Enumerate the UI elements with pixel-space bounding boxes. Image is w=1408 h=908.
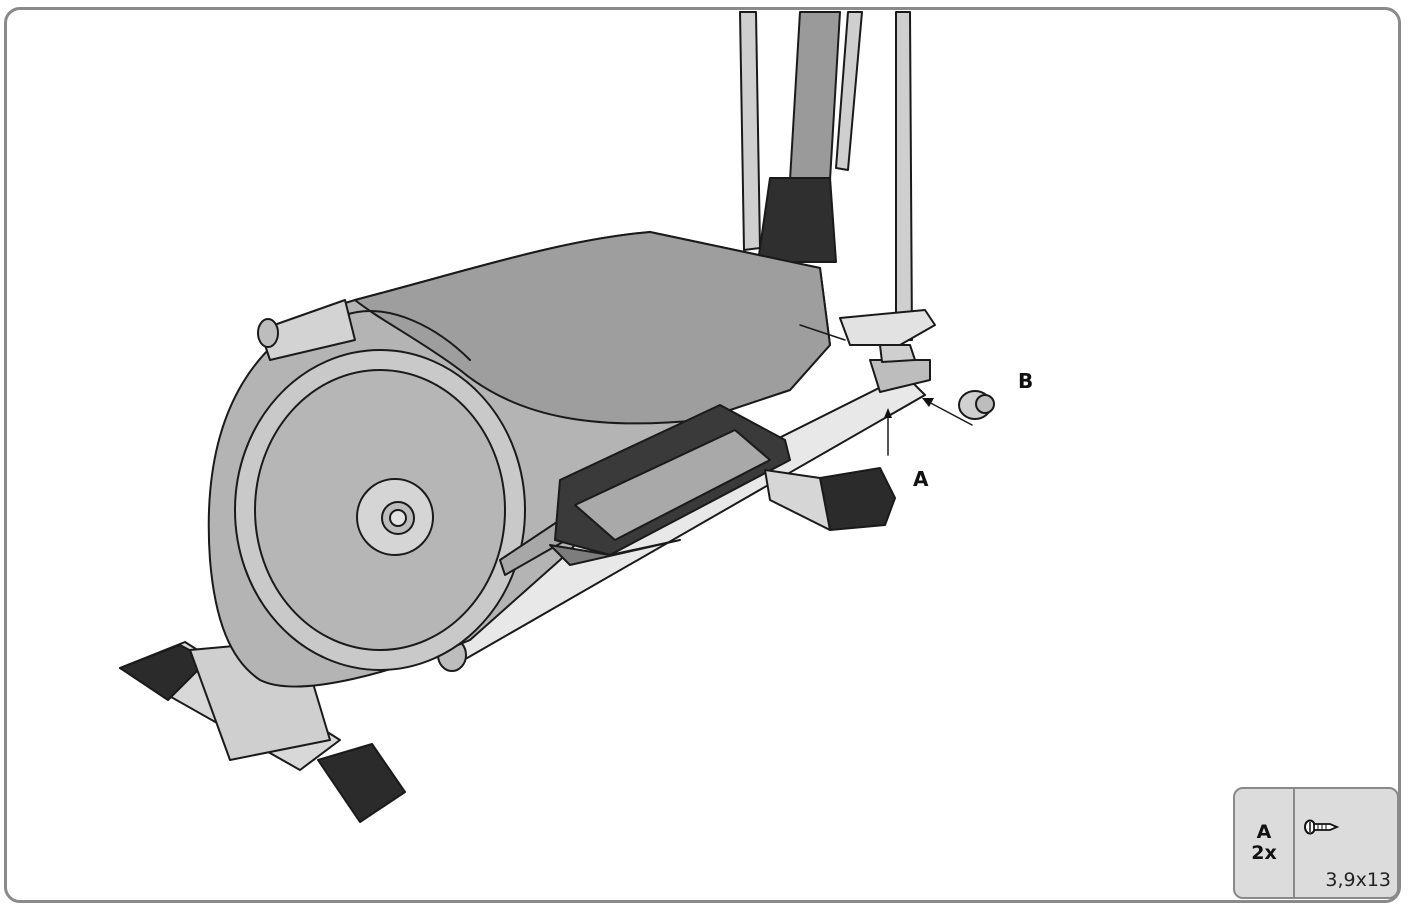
rear-stabilizer bbox=[119, 639, 406, 823]
parts-legend: A 2x 3,9x13 bbox=[1233, 787, 1399, 899]
callout-label-b: B bbox=[1018, 369, 1034, 393]
parts-detail-cell: 3,9x13 bbox=[1295, 789, 1397, 897]
parts-id-cell: A 2x bbox=[1235, 789, 1295, 897]
bracket bbox=[839, 309, 936, 363]
parts-quantity: 2x bbox=[1251, 842, 1277, 864]
screw-icon bbox=[1304, 819, 1340, 835]
parts-letter: A bbox=[1256, 821, 1272, 843]
callout-label-a: A bbox=[913, 467, 929, 491]
assembly-arrows bbox=[799, 324, 973, 456]
pedal bbox=[549, 404, 791, 566]
shaft bbox=[257, 299, 356, 361]
flywheel-housing bbox=[207, 231, 831, 688]
handle-posts bbox=[739, 11, 913, 341]
screw-size-label: 3,9x13 bbox=[1325, 869, 1391, 891]
end-cap-part-b bbox=[958, 390, 995, 420]
front-foot bbox=[764, 467, 896, 531]
